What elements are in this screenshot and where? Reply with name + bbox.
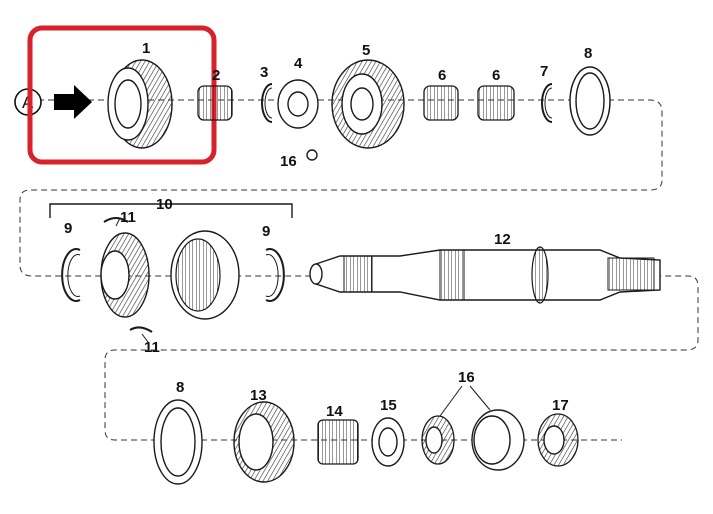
part-6-bearing-a <box>423 85 459 121</box>
label-11a: 11 <box>120 209 136 226</box>
label-9b: 9 <box>262 223 270 240</box>
label-6a: 6 <box>438 67 446 84</box>
part-3-snap-ring <box>261 83 273 123</box>
label-11b: 11 <box>144 339 160 356</box>
label-16a: 16 <box>280 153 297 170</box>
label-14: 14 <box>326 403 343 420</box>
part-10-bracket <box>49 203 293 218</box>
part-4-washer <box>277 79 319 129</box>
label-16b: 16 <box>458 369 475 386</box>
label-9a: 9 <box>64 220 72 237</box>
part-numbers: 1 2 3 4 5 6 6 7 8 16 10 9 11 9 11 12 8 1… <box>64 40 592 420</box>
arrow-right-icon <box>54 85 92 119</box>
part-synchro-sleeve <box>170 230 240 320</box>
part-15-washer <box>371 417 405 467</box>
part-7-snap-ring <box>541 83 553 123</box>
label-2: 2 <box>212 67 220 84</box>
label-13: 13 <box>250 387 267 404</box>
part-6-bearing-b <box>477 85 515 121</box>
part-1-gear <box>107 59 173 149</box>
part-11-key-bottom <box>129 326 153 333</box>
label-5: 5 <box>362 42 370 59</box>
part-8-ring-b <box>153 399 203 485</box>
part-16-ball <box>306 149 318 161</box>
label-4: 4 <box>294 55 303 72</box>
label-8a: 8 <box>584 45 592 62</box>
label-15: 15 <box>380 397 397 414</box>
part-9-snap-ring-a <box>61 248 81 302</box>
label-3: 3 <box>260 64 268 81</box>
label-6b: 6 <box>492 67 500 84</box>
part-synchro-hub <box>100 232 150 318</box>
part-11-key-top <box>103 217 129 223</box>
part-13-gear <box>233 401 295 483</box>
part-16-bearing-cup <box>471 409 525 471</box>
part-2-bearing <box>197 85 233 121</box>
label-17: 17 <box>552 397 569 414</box>
part-8-ring-a <box>569 66 611 136</box>
label-8b: 8 <box>176 379 184 396</box>
label-1: 1 <box>142 40 150 57</box>
label-12: 12 <box>494 231 511 248</box>
label-7: 7 <box>540 63 548 80</box>
label-10: 10 <box>156 196 173 213</box>
part-14-gear <box>317 419 359 465</box>
part-12-mainshaft <box>309 246 661 304</box>
part-17-gear <box>537 413 579 467</box>
part-9-snap-ring-b <box>265 248 285 302</box>
part-5-gear <box>331 59 405 149</box>
leader-lines <box>115 217 491 417</box>
part-16-bearing-cone <box>421 415 455 465</box>
